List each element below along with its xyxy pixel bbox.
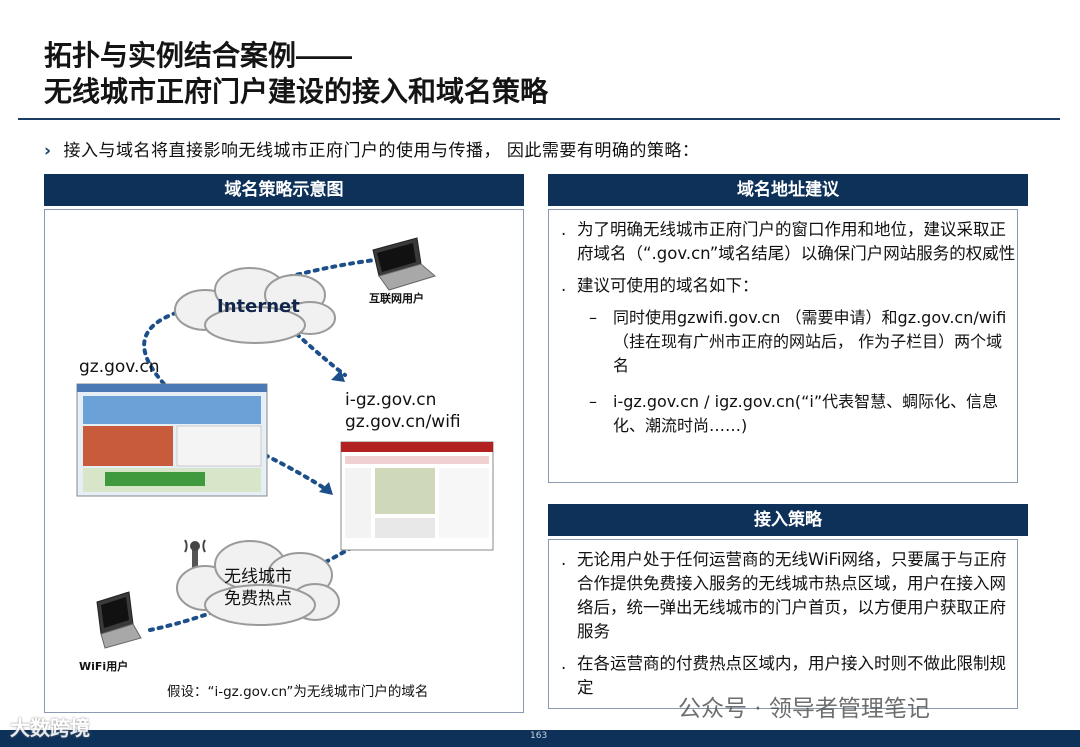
access-strategy-header: 接入策略: [548, 504, 1028, 536]
internet-user-label: 互联网用户: [369, 292, 424, 305]
footer-bar: [0, 730, 1080, 747]
access-strategy-bullet-1: .无论用户处于任何运营商的无线WiFi网络，只要属于与正府合作提供免费接入服务的…: [561, 550, 1007, 641]
domain-advice-bullet-1: .为了明确无线城市正府门户的窗口作用和地位，建议采取正府域名（“.gov.cn”…: [561, 220, 1016, 263]
access-strategy-panel: .无论用户处于任何运营商的无线WiFi网络，只要属于与正府合作提供免费接入服务的…: [548, 539, 1018, 709]
page-number: 163: [530, 731, 548, 741]
laptop-icon-wifi-user: [96, 591, 142, 649]
watermark-left: 大数跨境: [10, 716, 90, 740]
laptop-icon-internet-user: [372, 237, 437, 291]
internet-cloud-icon: [174, 267, 336, 344]
title-line-2: 无线城市正府门户建设的接入和域名策略: [44, 76, 549, 107]
internet-to-gz-link: [142, 308, 187, 387]
chevron-right-icon: ›: [44, 141, 52, 161]
intro-text: 接入与域名将直接影响无线城市正府门户的使用与传播， 因此需要有明确的策略：: [63, 141, 700, 161]
watermark-right: 公众号 · 领导者管理笔记: [678, 696, 930, 722]
gz-to-igz-link: [263, 453, 332, 494]
gz-domain-label: gz.gov.cn: [79, 357, 160, 377]
hotspot-cloud-icon: [176, 540, 340, 626]
domain-advice-sub-1: –同时使用gzwifi.gov.cn （需要申请）和gz.gov.cn/wifi…: [589, 308, 1007, 375]
intro-line: › 接入与域名将直接影响无线城市正府门户的使用与传播， 因此需要有明确的策略：: [44, 138, 699, 164]
domain-advice-bullet-2: .建议可使用的域名如下：: [561, 276, 759, 295]
hotspot-label-line-2: 免费热点: [224, 589, 292, 609]
domain-advice-header: 域名地址建议: [548, 174, 1028, 206]
hotspot-label: 无线城市 免费热点: [219, 566, 297, 610]
gz-portal-screenshot: [76, 383, 268, 497]
access-strategy-bullet-2: .在各运营商的付费热点区域内，用户接入时则不做此限制规定: [561, 654, 1006, 697]
title-line-1: 拓扑与实例结合案例——: [44, 40, 353, 71]
igz-portal-screenshot: [340, 441, 494, 551]
arrow-head-igz: [331, 370, 345, 382]
wifi-user-label: WiFi用户: [79, 660, 129, 673]
hotspot-label-line-1: 无线城市: [224, 567, 292, 587]
page-title: 拓扑与实例结合案例—— 无线城市正府门户建设的接入和域名策略: [44, 38, 548, 110]
diagram-canvas: [76, 237, 494, 649]
internet-label: Internet: [217, 296, 300, 317]
diagram-header: 域名策略示意图: [44, 174, 524, 206]
domain-advice-sub-2: –i-gz.gov.cn / igz.gov.cn(“i”代表智慧、蜩际化、信息…: [589, 392, 999, 435]
domain-advice-panel: .为了明确无线城市正府门户的窗口作用和地位，建议采取正府域名（“.gov.cn”…: [548, 209, 1018, 483]
diagram-panel: Internet 互联网用户 gz.gov.cn i-gz.gov.cn gz.…: [44, 209, 524, 713]
igz-domain-label: i-gz.gov.cn: [345, 390, 437, 410]
title-divider: [18, 118, 1060, 120]
arrow-head-gz: [319, 482, 333, 495]
diagram-caption: 假设：“i-gz.gov.cn”为无线城市门户的域名: [167, 684, 429, 700]
wifi-path-label: gz.gov.cn/wifi: [345, 412, 461, 432]
